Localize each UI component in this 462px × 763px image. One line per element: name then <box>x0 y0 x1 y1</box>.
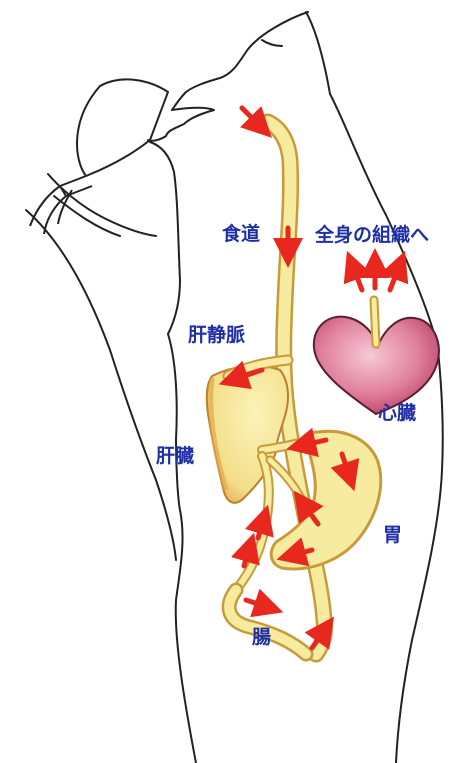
arrow-body-left <box>352 264 362 290</box>
heart-organ <box>314 300 439 414</box>
label-stomach: 胃 <box>383 526 402 545</box>
label-whole-body: 全身の組織へ <box>315 226 429 245</box>
liver-organ <box>207 366 288 503</box>
arrow-intestine <box>246 600 270 608</box>
glass-icon <box>30 79 168 234</box>
label-esophagus: 食道 <box>222 225 260 244</box>
label-liver: 肝臓 <box>156 447 194 466</box>
label-heart: 心臓 <box>378 404 416 423</box>
arrow-body-right <box>390 264 400 290</box>
arrow-mouth <box>242 108 262 128</box>
label-intestine: 腸 <box>252 628 271 647</box>
label-hepatic-vein: 肝静脈 <box>188 326 245 345</box>
